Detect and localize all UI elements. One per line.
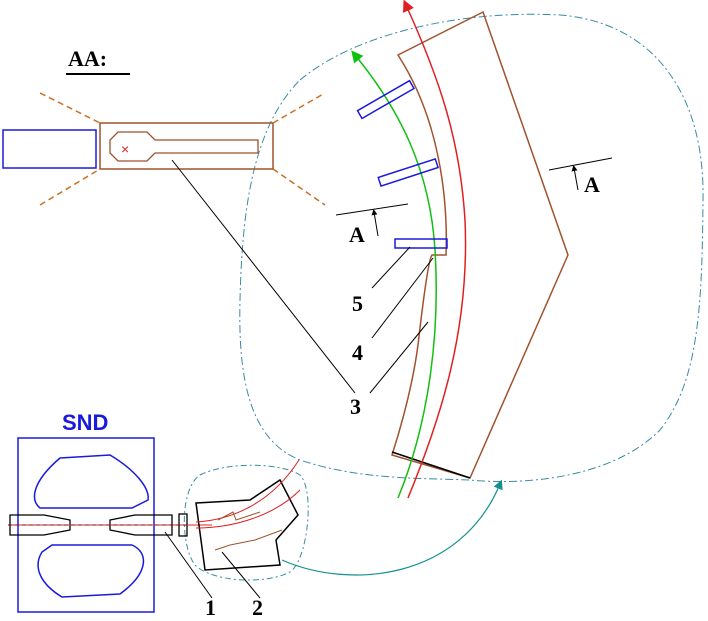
leader-5 — [371, 246, 411, 289]
small-magnet-brown-path-a — [217, 511, 261, 521]
aa-blue-block — [2, 129, 97, 169]
small-magnet-red-path-b — [195, 489, 301, 529]
beam-cross-icon: × — [121, 141, 129, 157]
label-4: 4 — [352, 340, 363, 365]
snd-title: SND — [62, 410, 108, 435]
beam-pipe-left — [9, 514, 71, 536]
snd-upper-magnet — [33, 454, 149, 509]
detector-bar-bottom — [394, 238, 448, 249]
section-line-left — [335, 203, 409, 216]
label-3: 3 — [350, 394, 361, 419]
detector-bar-middle — [377, 157, 440, 187]
section-marker-left: A — [349, 222, 365, 247]
detector-bar-top — [356, 79, 416, 120]
snd-lower-magnet — [37, 544, 145, 598]
leader-3b — [171, 159, 356, 394]
beam-pipe-right — [109, 514, 173, 536]
aa-section-housing — [99, 122, 274, 170]
label-1: 1 — [205, 595, 216, 620]
aa-divergence-lines — [39, 92, 326, 206]
section-line-right — [548, 157, 613, 171]
zoom-region-outline — [239, 13, 704, 483]
magnet-outline — [391, 10, 569, 479]
section-marker-right: A — [584, 172, 600, 197]
small-magnet — [195, 478, 299, 571]
leader-2 — [221, 551, 261, 599]
leader-4 — [371, 257, 434, 339]
green-trajectory — [351, 50, 437, 499]
red-trajectory — [403, 0, 467, 499]
section-title: AA: — [68, 46, 107, 71]
small-magnet-red-path-a — [195, 459, 300, 523]
section-arrow-left — [371, 209, 379, 237]
small-magnet-brown-path-b — [214, 529, 283, 551]
magnet-bottom-edge — [391, 451, 471, 479]
aa-section-channel — [109, 131, 259, 162]
label-5: 5 — [352, 291, 363, 316]
leader-1 — [164, 531, 213, 599]
device-region-outline — [183, 464, 309, 581]
label-2: 2 — [252, 595, 263, 620]
section-arrow-right — [571, 165, 579, 191]
zoom-connector-arrow — [281, 479, 503, 576]
leader-3a — [369, 321, 429, 394]
